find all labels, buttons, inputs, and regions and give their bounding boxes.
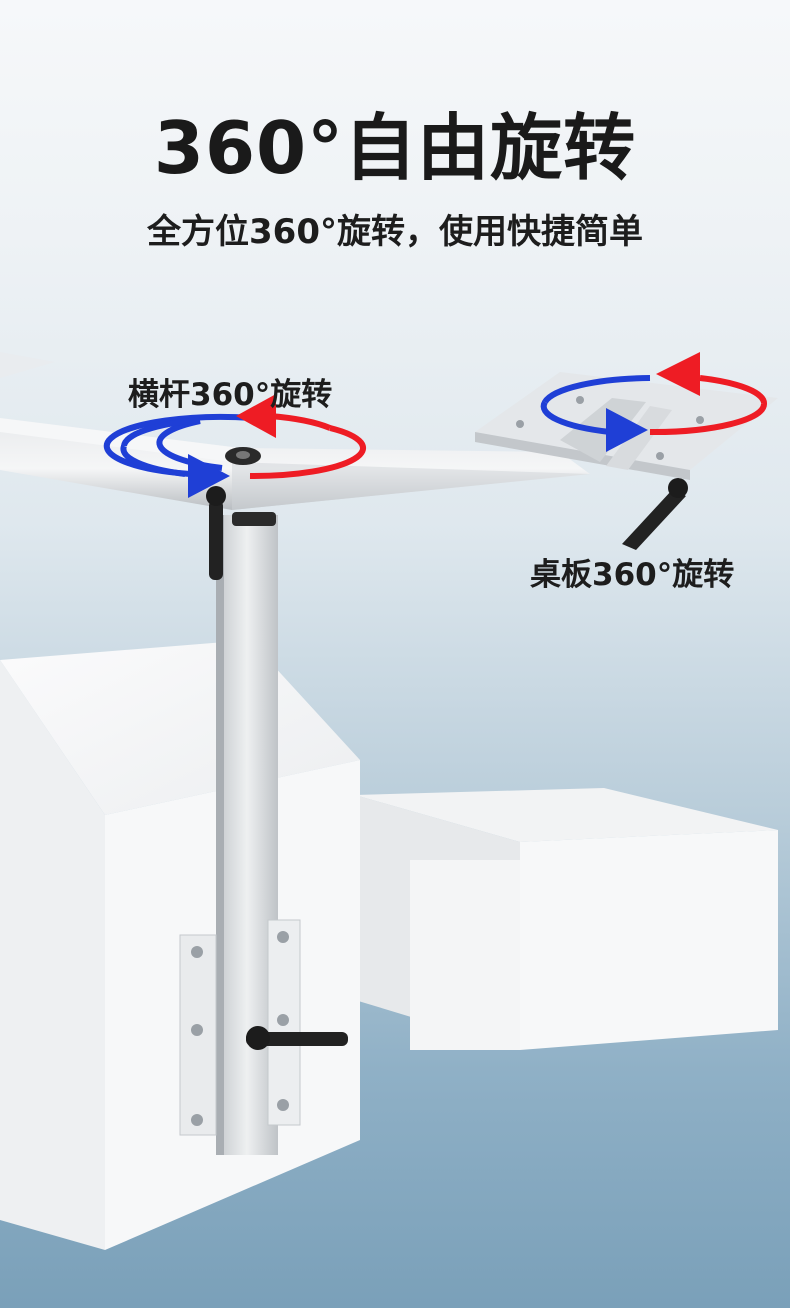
crossbar-label: 横杆360°旋转: [128, 377, 333, 413]
arrow-head-red: [656, 352, 700, 396]
wall-bracket: [179, 919, 301, 1136]
bar-stub: [0, 352, 55, 378]
arrow-head-red: [236, 394, 276, 438]
rotation-arrow-tabletop: [540, 352, 767, 452]
clamp-handle-tabletop: [622, 478, 688, 550]
tabletop-label: 桌板360°旋转: [530, 557, 735, 593]
arrow-head-blue: [606, 408, 648, 452]
rotation-arrow-crossbar: [103, 394, 367, 498]
back-box: [355, 788, 778, 1050]
page-subtitle: 全方位360°旋转，使用快捷简单: [147, 212, 643, 252]
clamp-handle-lower: [246, 1026, 348, 1050]
clamp-handle-upper: [206, 486, 226, 580]
crossbar: [0, 418, 590, 510]
page-title: 360°自由旋转: [153, 106, 637, 190]
arrow-head-blue: [188, 454, 230, 498]
